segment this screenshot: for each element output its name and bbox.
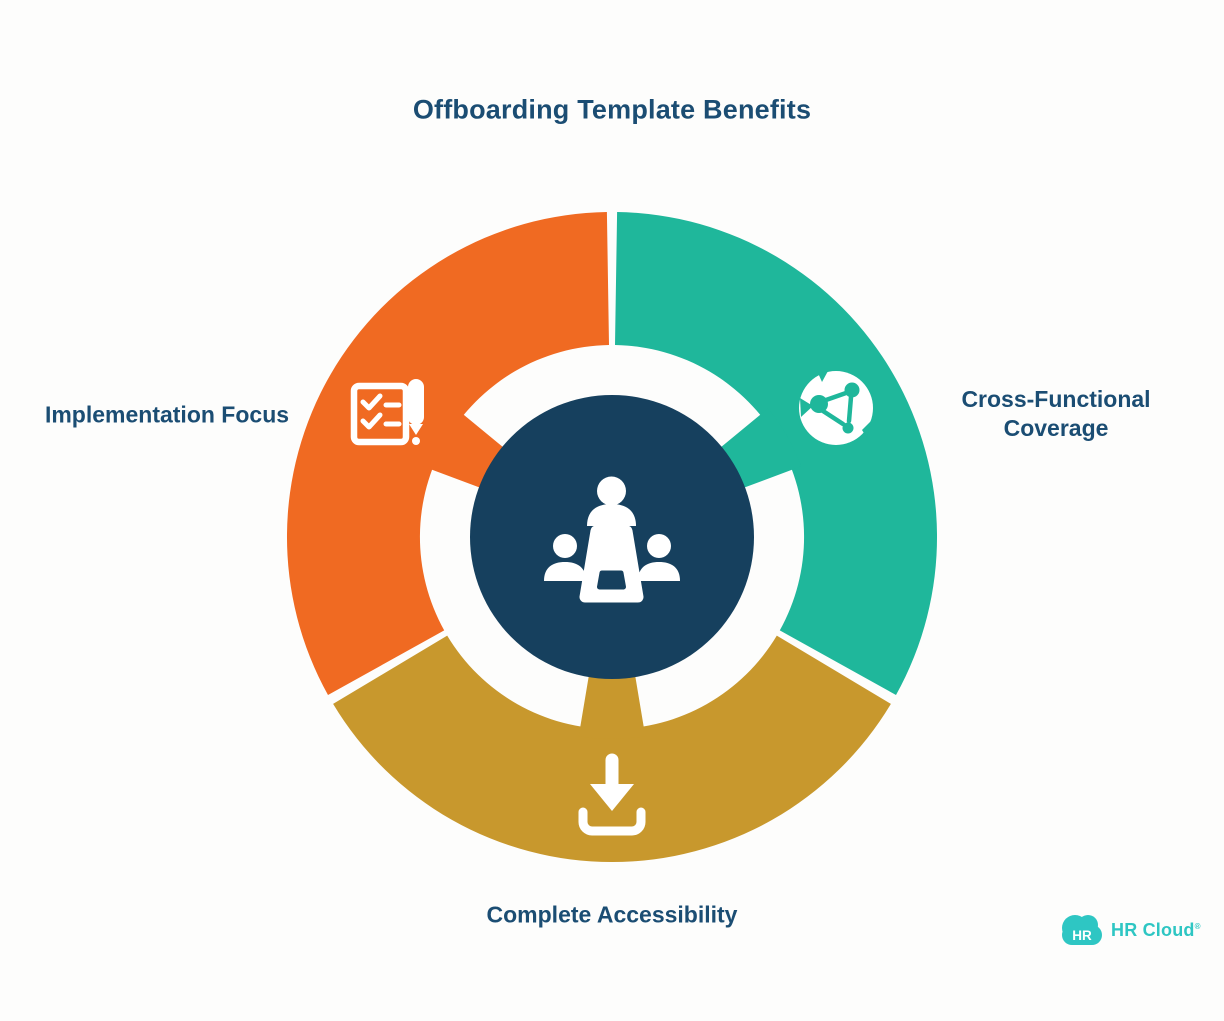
page-title: Offboarding Template Benefits (412, 94, 812, 125)
implementation-connector (422, 408, 508, 490)
accessibility-connector (578, 671, 646, 739)
globe-network-icon (799, 371, 873, 445)
segment-connectors-group (422, 408, 802, 739)
hr-cloud-logo: HR HR Cloud® (1058, 908, 1201, 952)
segment-label-complete-accessibility: Complete Accessibility (486, 901, 738, 928)
download-icon (578, 753, 646, 836)
segment-label-cross-functional-coverage: Cross-Functional Coverage (961, 386, 1151, 441)
segment-accessibility-arc (333, 635, 891, 863)
segment-cross-functional-arc (615, 212, 938, 695)
segment-label-implementation-focus: Implementation Focus (44, 401, 290, 428)
hr-cloud-icon: HR (1062, 915, 1102, 945)
logo-wordmark: HR Cloud® (1111, 919, 1201, 940)
cross-functional-connector (716, 408, 802, 490)
checklist-pen-icon (350, 379, 424, 446)
meeting-people-icon (544, 476, 680, 603)
logo-badge-text: HR (1072, 928, 1092, 943)
registered-mark-icon: ® (1194, 921, 1201, 931)
segment-implementation-arc (286, 212, 609, 695)
segment-ring-group (286, 212, 938, 863)
